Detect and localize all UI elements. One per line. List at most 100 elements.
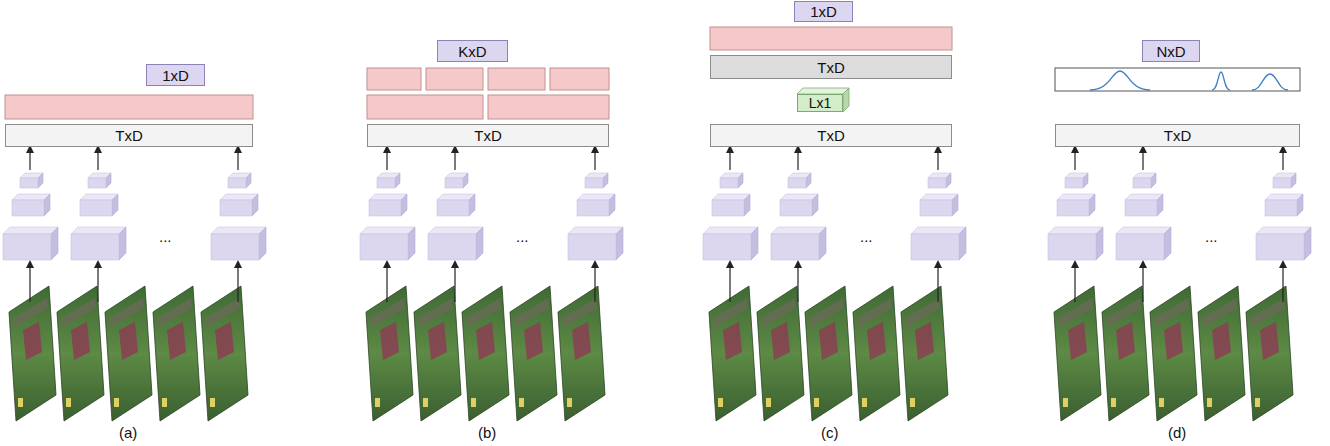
feature-bar [367, 95, 483, 119]
feature-bar [710, 27, 952, 50]
input-arrow [797, 264, 798, 302]
cnn-block [780, 194, 818, 216]
block-side [603, 173, 608, 188]
frame-player [1212, 322, 1231, 360]
frame-score [114, 398, 119, 407]
frame-player [524, 322, 543, 360]
block-side [946, 173, 951, 188]
cnn-block [920, 194, 958, 216]
block-front [788, 178, 806, 188]
block-front [1057, 200, 1089, 216]
block-side [609, 194, 615, 216]
filter-side [843, 88, 849, 112]
block-front [703, 234, 751, 260]
feature-arrow [1142, 149, 1143, 170]
block-front [211, 234, 259, 260]
gaussian-curve [1212, 72, 1230, 90]
feature-arrow [454, 149, 455, 170]
frame-stands [466, 298, 501, 328]
dimension-label: 1xD [810, 3, 837, 20]
cnn-block [369, 194, 407, 216]
block-side [1089, 194, 1095, 216]
cnn-block [1133, 173, 1156, 188]
conv-filter: Lx1 [797, 94, 843, 112]
video-frame [1102, 286, 1149, 421]
video-frame [853, 286, 900, 421]
frame-score [471, 398, 476, 407]
feature-arrow [729, 149, 730, 170]
frame-player [476, 322, 495, 360]
dimension-label: Lx1 [809, 96, 832, 111]
block-side [1083, 173, 1088, 188]
cnn-block [437, 194, 475, 216]
block-front [720, 178, 738, 188]
frame-image [757, 286, 804, 421]
cnn-block [80, 194, 118, 216]
feature-arrow [937, 149, 938, 170]
video-frame [757, 286, 804, 421]
filter-top [797, 88, 849, 94]
feature-matrix: TxD [5, 124, 253, 147]
block-side [252, 194, 258, 216]
block-top [437, 194, 475, 200]
frame-player [867, 322, 886, 360]
block-front [911, 234, 959, 260]
frame-stands [157, 298, 192, 328]
video-frame [153, 286, 200, 421]
dimension-label: TxD [817, 127, 845, 144]
block-front [437, 200, 469, 216]
block-side [246, 173, 251, 188]
block-front [1116, 234, 1164, 260]
block-top [1125, 194, 1163, 200]
frame-player [1068, 322, 1087, 360]
input-arrow [454, 264, 455, 302]
feature-bar [367, 68, 421, 90]
frame-stands [370, 298, 405, 328]
feature-bar [550, 68, 609, 90]
frame-stands [562, 298, 597, 328]
frame-player [819, 322, 838, 360]
block-top [920, 194, 958, 200]
frame-player [380, 322, 399, 360]
block-side [812, 194, 818, 216]
input-arrow [237, 264, 238, 302]
block-side [1096, 227, 1103, 260]
video-frame [57, 286, 104, 421]
feature-bar [5, 95, 253, 119]
frame-stands [713, 298, 748, 328]
block-top [771, 227, 826, 234]
frame-stands [1202, 298, 1237, 328]
block-top [1116, 227, 1171, 234]
cnn-block [577, 194, 615, 216]
frame-player [1164, 322, 1183, 360]
block-top [360, 227, 415, 234]
block-side [469, 194, 475, 216]
frame-score [862, 398, 867, 407]
dimension-label: TxD [474, 127, 502, 144]
block-side [463, 173, 468, 188]
frame-score [718, 398, 723, 407]
cnn-block [228, 173, 251, 188]
frame-stands [13, 298, 48, 328]
block-front [360, 234, 408, 260]
frame-player [572, 322, 591, 360]
cnn-block [377, 173, 400, 188]
video-frame [510, 286, 557, 421]
frame-player [771, 322, 790, 360]
cnn-block [1116, 227, 1171, 260]
block-top [1057, 194, 1095, 200]
block-side [112, 194, 118, 216]
block-front [80, 200, 112, 216]
block-side [1164, 227, 1171, 260]
video-frame [1246, 286, 1293, 421]
block-front [577, 200, 609, 216]
block-front [1265, 200, 1297, 216]
frame-score [162, 398, 167, 407]
video-frame [201, 286, 248, 421]
cnn-block [12, 194, 50, 216]
panel-label: (a) [119, 424, 137, 442]
frame-stands [1106, 298, 1141, 328]
block-top [211, 227, 266, 234]
frame-stands [761, 298, 796, 328]
input-arrow [937, 264, 938, 302]
